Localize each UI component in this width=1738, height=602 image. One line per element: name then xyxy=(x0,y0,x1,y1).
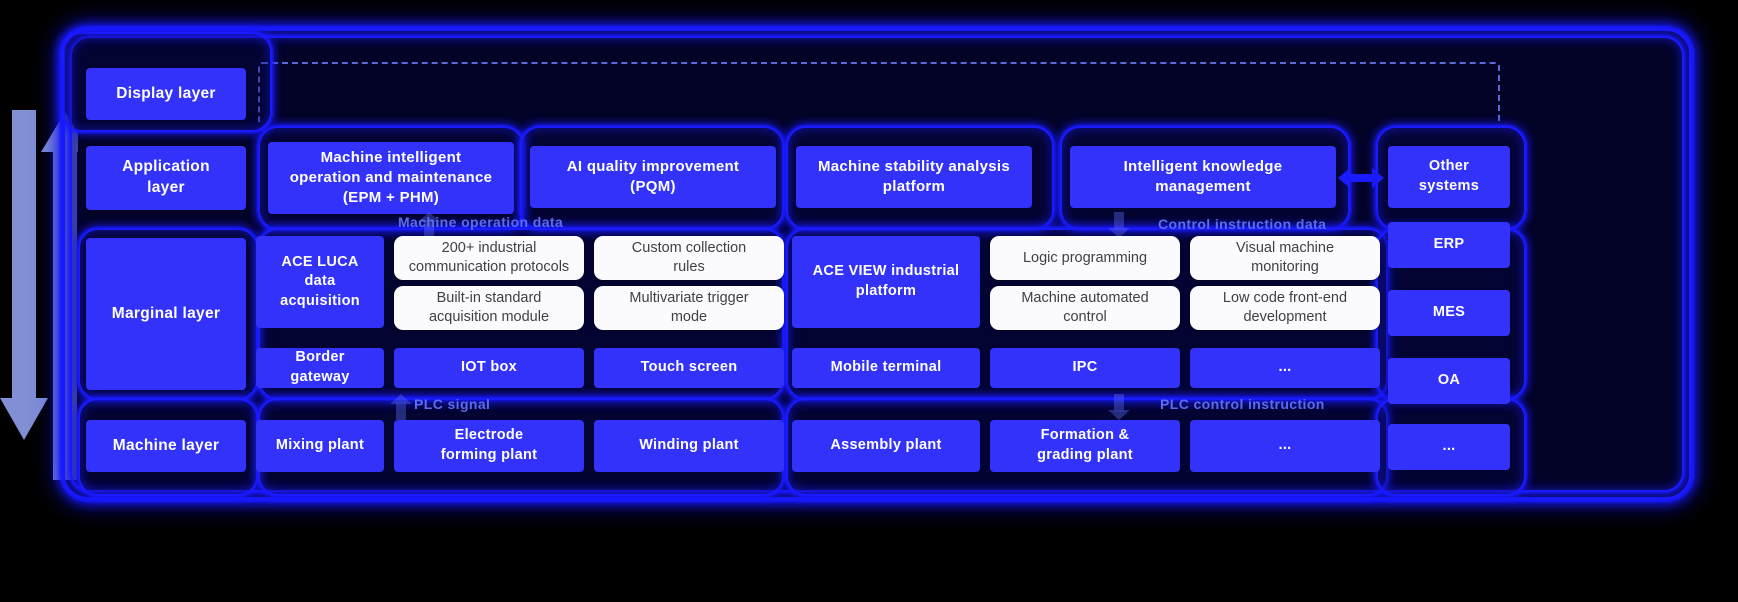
device-ipc[interactable]: IPC xyxy=(990,348,1180,388)
feature-multivariate-trigger-mode[interactable]: Multivariate trigger mode xyxy=(594,286,784,330)
device-iot-box[interactable]: IOT box xyxy=(394,348,584,388)
app-card-machine-stability-analysis[interactable]: Machine stability analysis platform xyxy=(796,146,1032,208)
flow-label-plc-signal: PLC signal xyxy=(414,396,491,412)
layer-label-marginal[interactable]: Marginal layer xyxy=(86,238,246,390)
feature-custom-collection-rules[interactable]: Custom collection rules xyxy=(594,236,784,280)
machine-operation-data-arrow xyxy=(418,212,440,243)
device-mobile-terminal[interactable]: Mobile terminal xyxy=(792,348,980,388)
feature-machine-automated-control[interactable]: Machine automated control xyxy=(990,286,1180,330)
device-border-gateway[interactable]: Border gateway xyxy=(256,348,384,388)
layer-label-display[interactable]: Display layer xyxy=(86,68,246,120)
up-flow-arrow xyxy=(41,112,89,480)
flow-label-control-instruction-data: Control instruction data xyxy=(1158,216,1327,232)
flow-label-plc-control-instruction: PLC control instruction xyxy=(1160,396,1325,412)
other-systems-item-oa[interactable]: OA xyxy=(1388,358,1510,404)
layer-label-application[interactable]: Application layer xyxy=(86,146,246,210)
other-systems-item-mes[interactable]: MES xyxy=(1388,290,1510,336)
side-arrows-svg xyxy=(0,110,89,480)
flow-label-machine-operation-data: Machine operation data xyxy=(398,214,564,230)
device-touch-screen[interactable]: Touch screen xyxy=(594,348,784,388)
platform-ace-luca-data-acquisition[interactable]: ACE LUCA data acquisition xyxy=(256,236,384,328)
plant-mixing-plant[interactable]: Mixing plant xyxy=(256,420,384,472)
feature-low-code-front-end-development[interactable]: Low code front-end development xyxy=(1190,286,1380,330)
plc-control-instruction-arrow xyxy=(1108,394,1130,425)
plc-signal-arrow xyxy=(390,394,412,425)
side-flow-arrows xyxy=(0,110,89,480)
plant-electrode-forming-plant[interactable]: Electrode forming plant xyxy=(394,420,584,472)
control-instruction-data-arrow xyxy=(1108,212,1130,243)
layer-label-machine[interactable]: Machine layer xyxy=(86,420,246,472)
feature-visual-machine-monitoring[interactable]: Visual machine monitoring xyxy=(1190,236,1380,280)
feature-logic-programming[interactable]: Logic programming xyxy=(990,236,1180,280)
plant-assembly-plant[interactable]: Assembly plant xyxy=(792,420,980,472)
app-card-intelligent-knowledge-management[interactable]: Intelligent knowledge management xyxy=(1070,146,1336,208)
device-ellipsis[interactable]: ... xyxy=(1190,348,1380,388)
plant-formation-grading-plant[interactable]: Formation & grading plant xyxy=(990,420,1180,472)
clipped-side-label: tion xyxy=(42,88,70,105)
app-card-machine-intelligent-om[interactable]: Machine intelligent operation and mainte… xyxy=(268,142,514,214)
plant-ellipsis[interactable]: ... xyxy=(1190,420,1380,472)
plant-winding-plant[interactable]: Winding plant xyxy=(594,420,784,472)
other-systems-header[interactable]: Other systems xyxy=(1388,146,1510,208)
other-systems-item-ellipsis[interactable]: ... xyxy=(1388,424,1510,470)
feature-200-industrial-communication-protocols[interactable]: 200+ industrial communication protocols xyxy=(394,236,584,280)
display-layer-dashed-connector xyxy=(258,62,1500,124)
down-flow-arrow xyxy=(0,110,48,440)
other-systems-item-erp[interactable]: ERP xyxy=(1388,222,1510,268)
app-card-ai-quality-improvement[interactable]: AI quality improvement (PQM) xyxy=(530,146,776,208)
feature-built-in-standard-acquisition-module[interactable]: Built-in standard acquisition module xyxy=(394,286,584,330)
platform-ace-view-industrial-platform[interactable]: ACE VIEW industrial platform xyxy=(792,236,980,328)
bidirectional-connector-arrow xyxy=(1338,164,1384,197)
